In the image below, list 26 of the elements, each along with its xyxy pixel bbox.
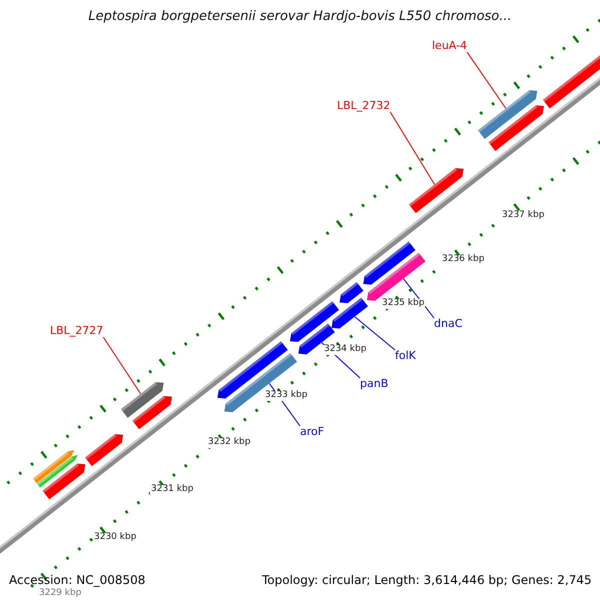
gene-label: panB bbox=[360, 378, 388, 390]
gene-label: LBL_2732 bbox=[337, 100, 390, 112]
leader-line bbox=[390, 112, 436, 185]
scale-label: 3237 kbp bbox=[501, 211, 546, 221]
gene-label: LBL_2727 bbox=[50, 325, 104, 338]
scale-label: 3232 kbp bbox=[207, 438, 252, 448]
scale-label: 3236 kbp bbox=[441, 255, 486, 265]
gene-label: dnaC bbox=[434, 318, 462, 330]
gene-label: aroF bbox=[300, 426, 324, 438]
scale-label: 3233 kbp bbox=[264, 391, 308, 401]
scale-label: 3229 kbp bbox=[38, 589, 82, 599]
scale-label: 3234 kbp bbox=[323, 345, 368, 355]
title: Leptospira borgpetersenii serovar Hardjo-bovis L550 chromoso... bbox=[87, 10, 513, 24]
gene-label: leuA-4 bbox=[432, 40, 468, 52]
gene-block bbox=[408, 168, 464, 214]
leader-line bbox=[354, 316, 396, 350]
gene-block bbox=[120, 382, 164, 418]
footer-text: Accession: NC_008508 bbox=[9, 574, 146, 588]
gene-label: folK bbox=[395, 350, 416, 362]
gene-block bbox=[478, 90, 538, 139]
scale-label: 3230 kbp bbox=[93, 533, 138, 543]
scale-label: 3235 kbp bbox=[381, 299, 426, 309]
leader-line bbox=[466, 52, 506, 109]
leader-line bbox=[102, 336, 142, 394]
footer-text: Topology: circular; Length: 3,614,446 bp; Genes: 2,745 bbox=[262, 574, 592, 588]
scale-label: 3231 kbp bbox=[150, 485, 194, 495]
